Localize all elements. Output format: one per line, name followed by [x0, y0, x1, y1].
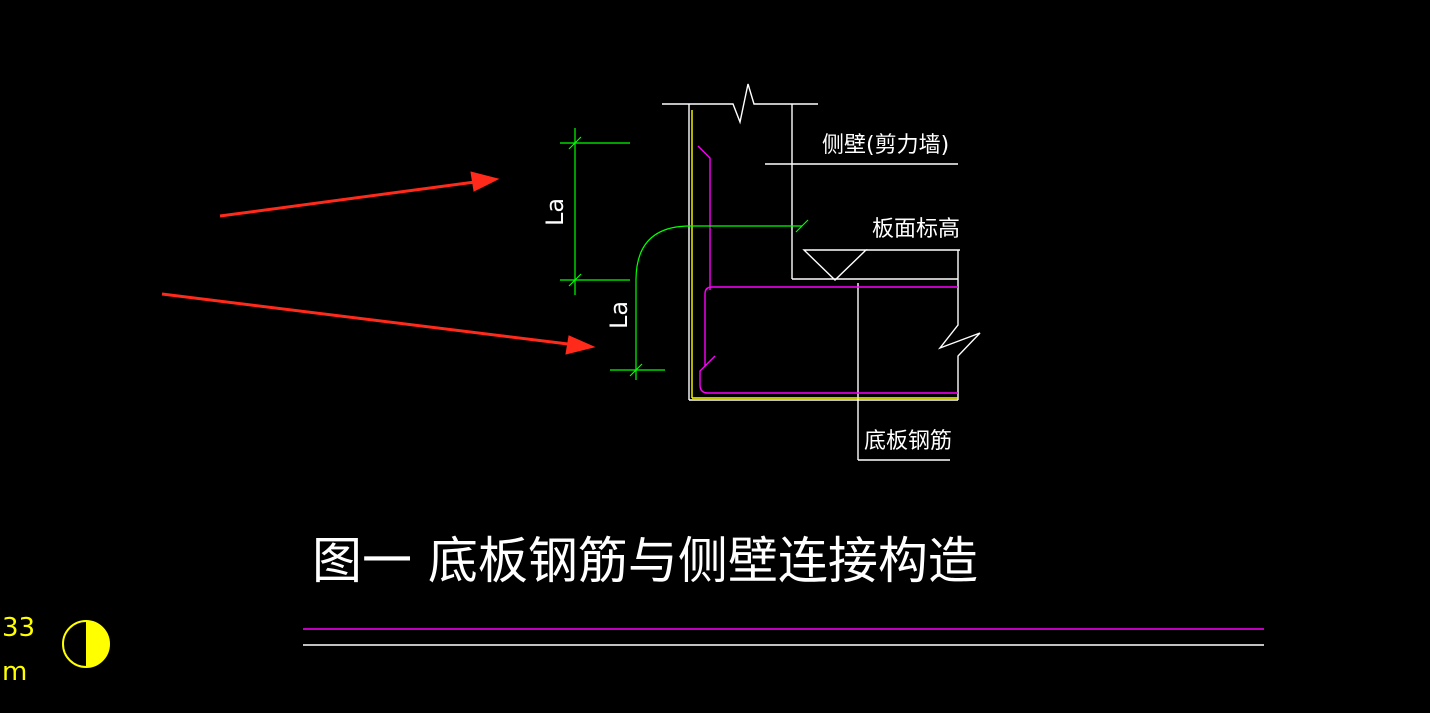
arrow-upper-head — [470, 171, 500, 192]
dim-upper-label: La — [541, 198, 569, 226]
corner-letter-fragment: m — [2, 657, 27, 687]
drawing-title: 图一 底板钢筋与侧壁连接构造 — [312, 532, 978, 590]
arrow-lower-shaft — [161, 292, 569, 346]
concrete-outline — [662, 83, 981, 461]
wall-rebar — [691, 110, 958, 399]
elevation-triangle — [802, 249, 868, 281]
slab-bottom-rebar — [699, 355, 958, 394]
anchorage-bent-bar — [635, 225, 802, 380]
slab-top-elevation-label: 板面标高 — [872, 217, 960, 242]
red-arrow-icon — [161, 171, 596, 355]
arrow-lower-head — [565, 335, 596, 355]
bottom-rebar-label: 底板钢筋 — [864, 429, 952, 454]
dim-bar-tick — [795, 219, 809, 233]
dim-upper-tick-top — [568, 136, 582, 150]
anchorage-dimension — [560, 128, 809, 380]
half-filled-circle-icon — [62, 620, 110, 668]
dimension-labels: La La — [541, 198, 633, 329]
annotation-labels: 侧壁(剪力墙) 板面标高 底板钢筋 — [822, 133, 960, 454]
corner-number-fragment: 33 — [2, 613, 35, 643]
dim-lower-tick-bottom — [629, 363, 643, 377]
dim-upper-tick-bottom — [568, 273, 582, 287]
wall-inner-rebar — [697, 145, 711, 290]
slab-rebar — [697, 145, 958, 394]
side-wall-label: 侧壁(剪力墙) — [822, 133, 949, 158]
wall-top-break-line — [662, 83, 818, 125]
slab-top-rebar — [704, 286, 958, 366]
slab-right-break-line — [937, 250, 981, 400]
arrow-upper-shaft — [219, 180, 476, 218]
dim-lower-label: La — [605, 301, 633, 329]
